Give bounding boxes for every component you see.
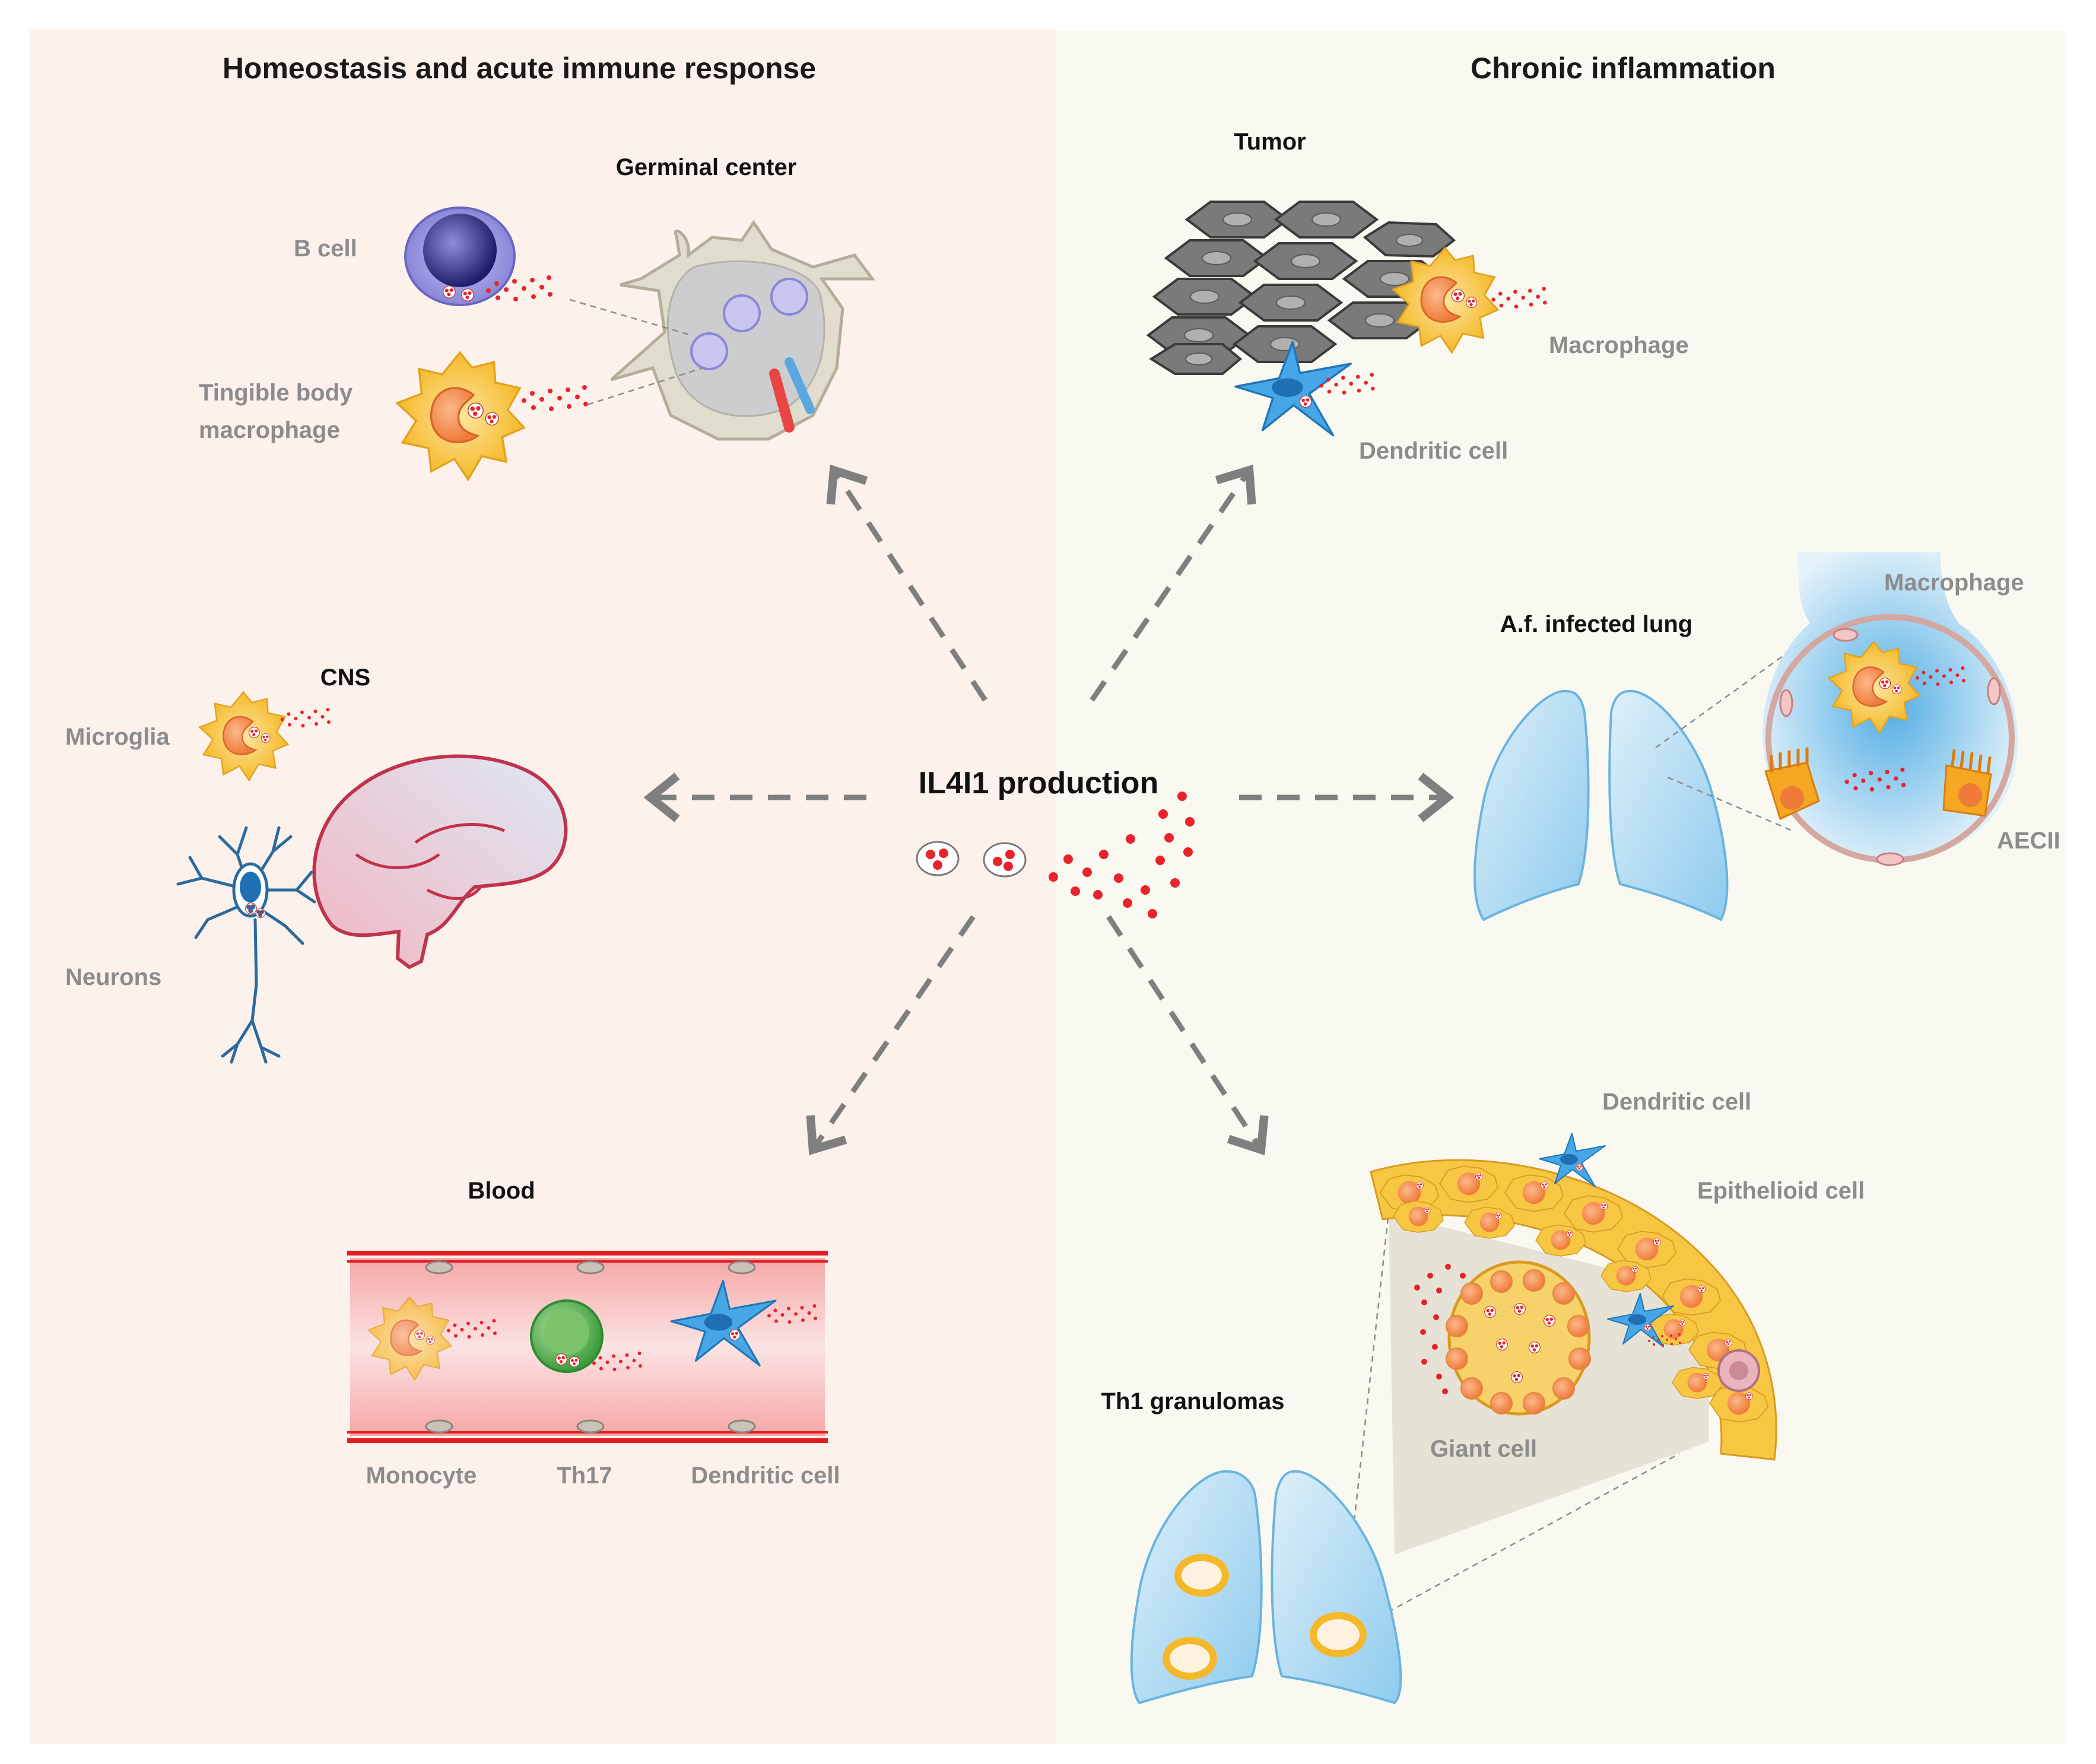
il4i1-secreted-dots — [1049, 792, 1195, 918]
th17-label: Th17 — [557, 1463, 612, 1489]
lung-connector-upper — [1655, 640, 1805, 749]
blood-section: Blood Monocyte Th17 — [347, 1178, 840, 1489]
left-panel-background — [30, 30, 1056, 1744]
arrow-to-germinal-center — [826, 464, 987, 702]
infected-lung-section: A.f. infected lung — [1473, 552, 2060, 921]
granuloma-connector-lower — [1341, 1452, 1680, 1639]
granulomas-title: Th1 granulomas — [1101, 1388, 1285, 1415]
il4i1-production-hub: IL4I1 production — [916, 766, 1195, 918]
infected-lung-title: A.f. infected lung — [1500, 611, 1692, 637]
lung-connector-lower — [1667, 776, 1793, 832]
germinal-center-title: Germinal center — [616, 154, 797, 180]
arrow-to-blood — [806, 915, 976, 1155]
il4i1-production-label: IL4I1 production — [919, 766, 1158, 800]
lung-pair — [1473, 689, 1729, 921]
blood-title: Blood — [468, 1178, 535, 1204]
alveolus — [1762, 552, 2018, 866]
tumor-macrophage-label: Macrophage — [1549, 332, 1689, 358]
left-panel-heading: Homeostasis and acute immune response — [223, 52, 816, 85]
tumor-section: Tumor Macrophage — [1146, 129, 1689, 464]
tumor-dendritic-cell-label: Dendritic cell — [1359, 438, 1508, 464]
lung-macrophage-label: Macrophage — [1884, 570, 2024, 596]
granuloma-connector-upper — [1340, 1213, 1390, 1638]
aecii-label: AECII — [1997, 828, 2060, 854]
giant-cell — [1414, 1260, 1591, 1416]
aecii-cell-left — [1764, 747, 1820, 821]
tingible-body-label-line2: macrophage — [199, 417, 340, 443]
cns-section: CNS Microglia Neurons — [65, 665, 568, 1064]
giant-cell-label: Giant cell — [1430, 1436, 1537, 1462]
right-panel-heading: Chronic inflammation — [1471, 52, 1776, 85]
monocyte-label: Monocyte — [366, 1463, 477, 1489]
cns-title: CNS — [320, 665, 370, 691]
granuloma-dendritic-cell-label: Dendritic cell — [1602, 1089, 1751, 1115]
tingible-body-connector — [587, 367, 704, 406]
granulomas-section: Th1 granulomas — [1101, 1089, 1865, 1705]
b-cell — [404, 206, 552, 306]
epithelioid-cell-label: Epithelioid cell — [1697, 1178, 1865, 1204]
th17-cell — [530, 1299, 642, 1373]
microglia-label: Microglia — [65, 724, 170, 750]
germinal-center-section: Germinal center B cell Tingible body mac… — [199, 154, 875, 479]
aecii-cell-right — [1942, 749, 1992, 817]
arrow-to-granulomas — [1106, 915, 1269, 1156]
tumor-cell-mass — [1146, 201, 1456, 375]
granuloma-lungs — [1130, 1470, 1402, 1705]
brain-illustration — [312, 754, 568, 970]
blood-dendritic-cell-label: Dendritic cell — [691, 1463, 840, 1489]
il4i1-vesicle-2 — [983, 842, 1027, 878]
arrow-to-tumor — [1090, 465, 1256, 702]
tumor-title: Tumor — [1234, 129, 1306, 155]
granuloma-epithelioid-band — [1370, 1159, 1777, 1461]
neurons-label: Neurons — [65, 964, 161, 990]
neuron-cell — [176, 826, 316, 1064]
tingible-body-label-line1: Tingible body — [199, 380, 353, 406]
b-cell-label: B cell — [294, 236, 357, 262]
il4i1-vesicle-1 — [916, 841, 960, 876]
direction-arrows — [643, 464, 1455, 1156]
lymph-node-illustration — [610, 220, 875, 441]
